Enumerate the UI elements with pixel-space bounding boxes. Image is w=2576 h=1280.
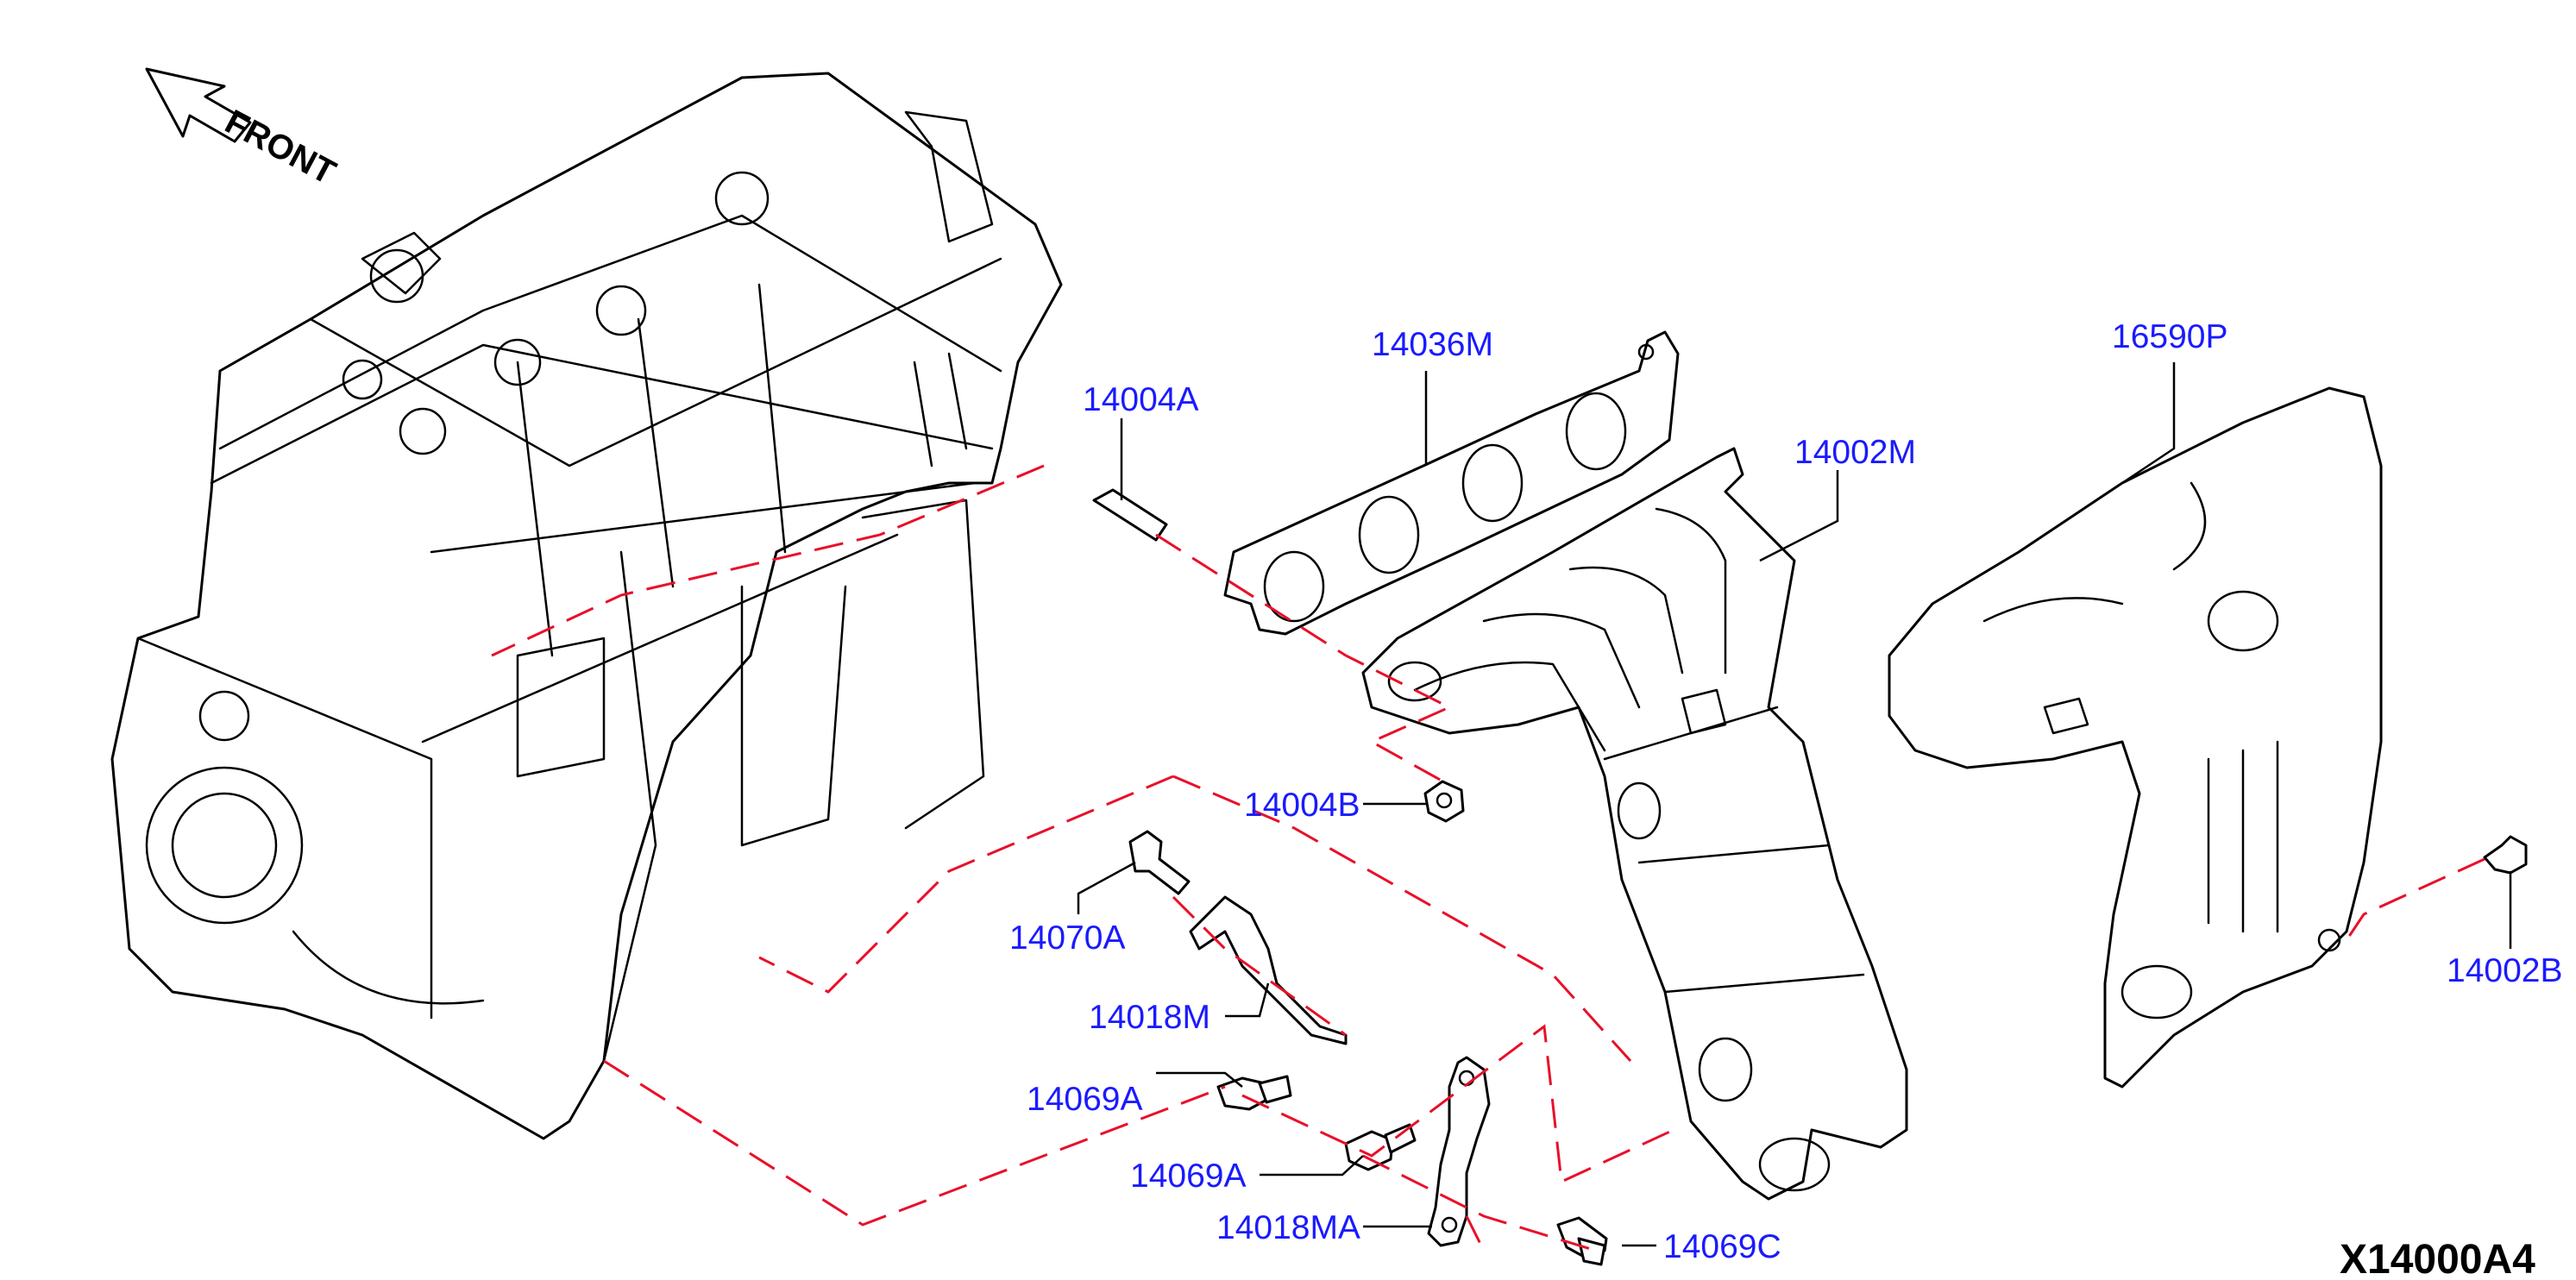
leader-lines — [1077, 362, 2512, 1247]
part-label-14069a-upper[interactable]: 14069A — [1027, 1081, 1142, 1118]
bolt-icon — [1556, 1216, 1608, 1266]
exhaust-manifold-icon — [1361, 447, 1908, 1201]
bolt-icon — [2483, 835, 2528, 875]
engine-block-icon — [110, 72, 1063, 1140]
part-label-16590p[interactable]: 16590P — [2112, 318, 2227, 355]
part-label-14004b[interactable]: 14004B — [1244, 787, 1360, 824]
front-arrow-icon — [145, 67, 252, 143]
part-label-14002b[interactable]: 14002B — [2447, 952, 2562, 989]
assembly-lines — [491, 464, 2485, 1252]
nut-icon — [1423, 780, 1465, 823]
part-label-14018m[interactable]: 14018M — [1089, 999, 1210, 1036]
bolt-icon — [1216, 1075, 1292, 1111]
part-label-14069a-lower[interactable]: 14069A — [1130, 1158, 1246, 1195]
part-label-14004a[interactable]: 14004A — [1083, 381, 1198, 418]
front-label: FRONT — [219, 103, 342, 192]
part-label-14002m[interactable]: 14002M — [1794, 434, 1916, 471]
heat-shield-icon — [1888, 386, 2383, 1089]
bracket-icon — [1427, 1056, 1491, 1247]
bracket-icon — [1189, 895, 1348, 1045]
part-label-14069c[interactable]: 14069C — [1663, 1228, 1781, 1265]
part-label-14036m[interactable]: 14036M — [1372, 326, 1493, 363]
stud-icon — [1092, 488, 1168, 542]
bolt-icon — [1128, 830, 1191, 895]
gasket-icon — [1223, 330, 1680, 636]
diagram-code: X14000A4 — [2340, 1237, 2535, 1280]
part-label-14018ma[interactable]: 14018MA — [1216, 1209, 1360, 1246]
part-label-14070a[interactable]: 14070A — [1009, 919, 1125, 957]
